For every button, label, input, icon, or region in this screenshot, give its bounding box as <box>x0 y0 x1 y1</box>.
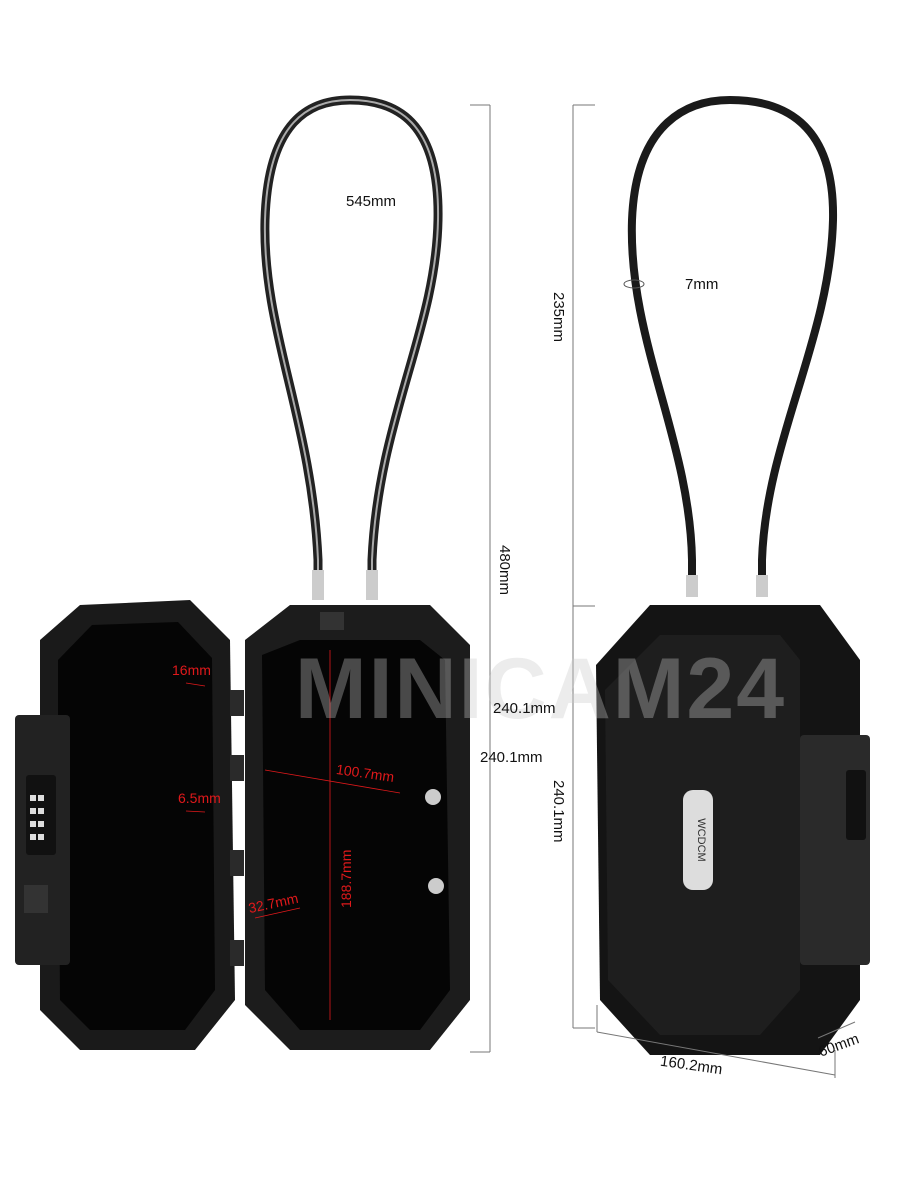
cable-ferrule <box>366 570 378 600</box>
body-height-a-label: 240.1mm <box>480 749 543 766</box>
dimension-lines <box>470 104 856 1078</box>
steel-cable-left <box>260 95 443 600</box>
open-lid <box>15 600 244 1050</box>
cable-height-label: 235mm <box>550 292 567 343</box>
closed-box: WCDCM <box>596 605 870 1055</box>
steel-cable-right <box>627 95 838 590</box>
cable-diameter-label: 7mm <box>685 276 719 293</box>
hinge-screw <box>425 789 441 805</box>
diameter-marker <box>623 279 645 289</box>
watermark: MINICAM24 <box>295 641 787 737</box>
combination-panel <box>800 735 870 965</box>
cable-ferrule <box>312 570 324 600</box>
hinge-screw <box>428 878 444 894</box>
inner-height-label: 188.7mm <box>338 849 354 908</box>
open-body <box>185 605 470 1050</box>
body-height-b-label: 240.1mm <box>550 780 567 843</box>
wall-top-label: 16mm <box>172 662 211 678</box>
brand-logo-plate <box>683 790 713 890</box>
slot-label: 6.5mm <box>178 790 221 806</box>
cable-ferrule <box>686 575 698 597</box>
total-height-label: 480mm <box>496 545 513 596</box>
release-button <box>24 885 48 913</box>
cable-length-label: 545mm <box>346 193 397 210</box>
body-height-side-label: 240.1mm <box>493 700 556 717</box>
cable-ferrule <box>756 575 768 597</box>
brand-logo-text: WCDCM <box>695 818 707 861</box>
